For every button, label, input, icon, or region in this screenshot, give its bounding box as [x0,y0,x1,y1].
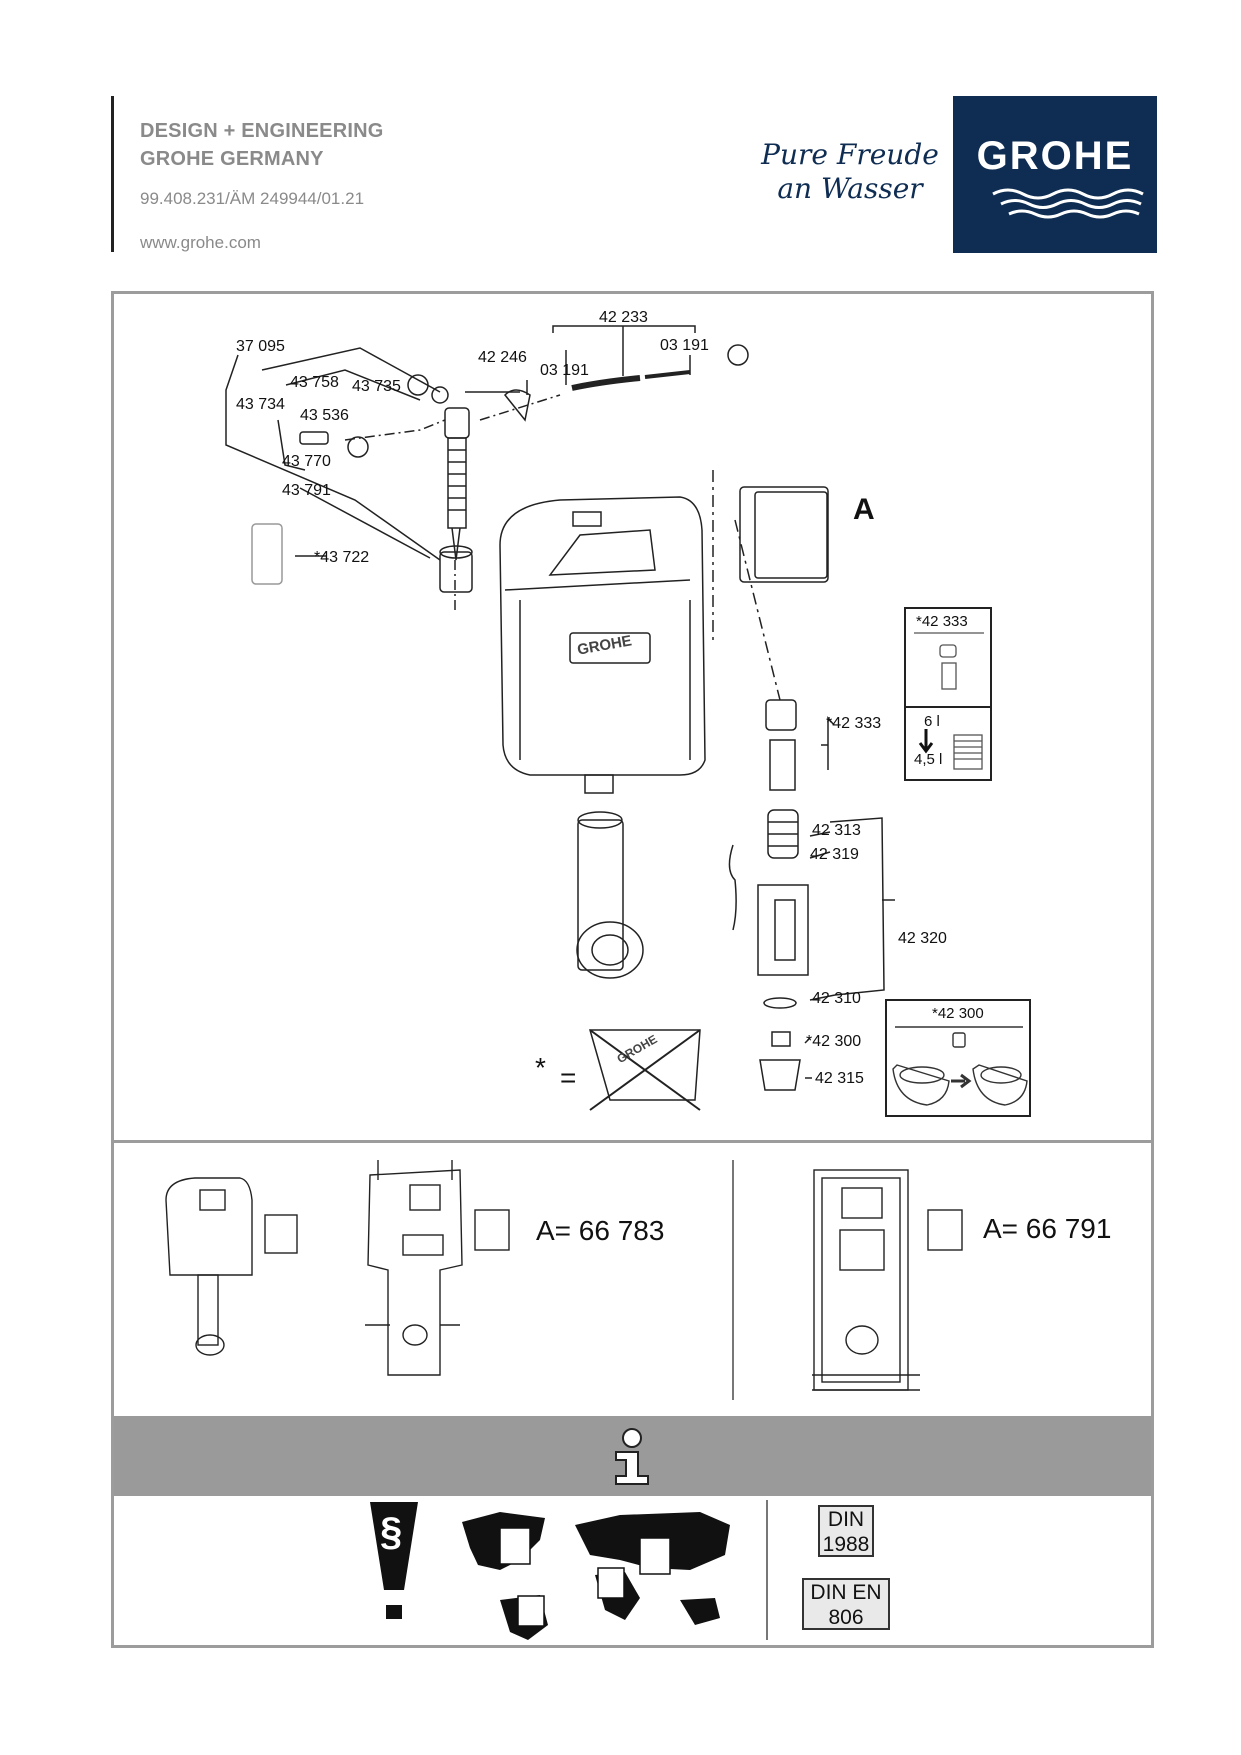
flush-insert-icon [906,632,992,770]
variant-66783: A= 66 783 [536,1215,665,1246]
header-accent-bar [111,96,114,252]
optional-star: * [535,1052,546,1083]
info-band [114,1416,1151,1496]
website-link[interactable]: www.grohe.com [140,233,261,252]
part-43758: 43 758 [290,374,339,391]
flush-volume-large: 6 l [924,713,940,730]
toilet-bowl-icon [892,1026,1028,1106]
flush-volume-small: 4,5 l [914,751,943,768]
header-company-line: GROHE GERMANY [140,148,324,170]
part-42333: *42 333 [826,715,882,732]
logo-wordmark: GROHE [976,134,1134,178]
standards-divider [766,1500,768,1640]
header-design-line: DESIGN + ENGINEERING [140,120,384,142]
cover-variant-letter: A [853,493,875,526]
variant-66791: A= 66 791 [983,1213,1112,1244]
equals-sign: = [560,1062,577,1093]
toilet-adapter-inset: *42 300 [885,999,1031,1117]
inset-42300-label: *42 300 [932,1005,984,1022]
info-icon [615,1428,649,1485]
part-42300: *42 300 [806,1033,862,1050]
inset-42333-label: *42 333 [916,613,968,630]
brand-slogan: Pure Freude an Wasser [760,138,940,206]
part-42313: 42 313 [812,822,861,839]
variant-divider [732,1160,734,1400]
din-en-806-badge: DIN EN 806 [802,1578,890,1630]
part-43735: 43 735 [352,378,401,395]
flush-volume-inset: *42 333 6 l 4,5 l [904,607,992,781]
part-42319: 42 319 [810,846,859,863]
din-en-806-line1: DIN EN [810,1581,882,1604]
part-43536: 43 536 [300,407,349,424]
part-03191-left: 03 191 [540,362,589,379]
logo-waves-icon [992,188,1144,219]
part-43734: 43 734 [236,396,285,413]
slogan-line-2: an Wasser [777,172,923,205]
part-43791: 43 791 [282,482,331,499]
document-number: 99.408.231/ÄM 249944/01.21 [140,189,365,208]
part-03191-right: 03 191 [660,337,709,354]
part-42310: 42 310 [812,990,861,1007]
section-divider-1 [111,1140,1154,1143]
din-en-806-line2: 806 [828,1606,864,1629]
part-42320: 42 320 [898,930,947,947]
din-1988-badge: DIN 1988 [818,1505,874,1557]
part-42315: 42 315 [815,1070,864,1087]
part-43722: *43 722 [314,549,370,566]
part-43770: 43 770 [282,453,331,470]
din-1988-line2: 1988 [822,1533,870,1556]
din-1988-line1: DIN [827,1508,865,1531]
slogan-line-1: Pure Freude [761,138,939,171]
part-42233: 42 233 [599,309,648,326]
instruction-frame [111,291,1154,1648]
part-42246: 42 246 [478,349,527,366]
section-symbol: § [380,1510,403,1554]
part-37095: 37 095 [236,338,285,355]
grohe-logo: GROHE [953,96,1157,253]
